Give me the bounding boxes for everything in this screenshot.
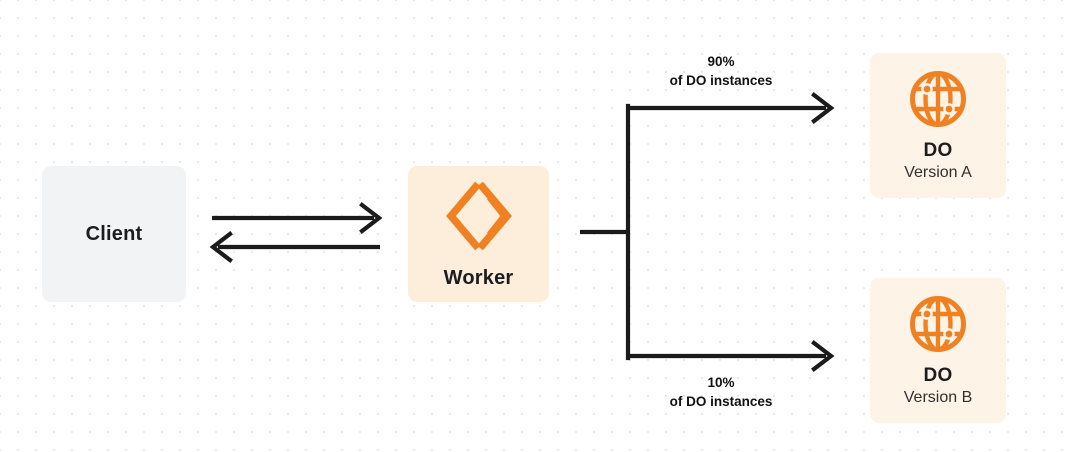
node-do-version-a[interactable]: DO Version A — [870, 53, 1006, 198]
node-worker[interactable]: Worker — [408, 166, 549, 302]
edge-worker-to-do-b — [626, 340, 835, 372]
edge-label-do-b-text: of DO instances — [669, 393, 773, 409]
edge-label-do-a: 90% of DO instances — [601, 53, 841, 90]
do-b-version: Version B — [903, 389, 973, 406]
client-label: Client — [85, 222, 143, 245]
edge-worker-to-do-a — [626, 92, 835, 124]
do-b-label: DO — [923, 365, 953, 386]
edge-client-to-worker — [212, 202, 383, 234]
node-client[interactable]: Client — [42, 166, 186, 302]
node-do-version-b[interactable]: DO Version B — [870, 278, 1006, 423]
edge-label-do-a-text: of DO instances — [669, 72, 773, 88]
globe-icon — [908, 294, 968, 354]
edge-label-do-b-percent: 10% — [707, 375, 735, 390]
worker-label: Worker — [443, 266, 514, 289]
edge-worker-to-client — [209, 231, 380, 263]
edge-label-do-a-percent: 90% — [707, 54, 735, 69]
globe-icon — [908, 69, 968, 129]
do-a-label: DO — [923, 140, 953, 161]
cloudflare-workers-icon — [445, 179, 512, 253]
do-a-version: Version A — [904, 164, 972, 181]
edge-label-do-b: 10% of DO instances — [601, 374, 841, 411]
